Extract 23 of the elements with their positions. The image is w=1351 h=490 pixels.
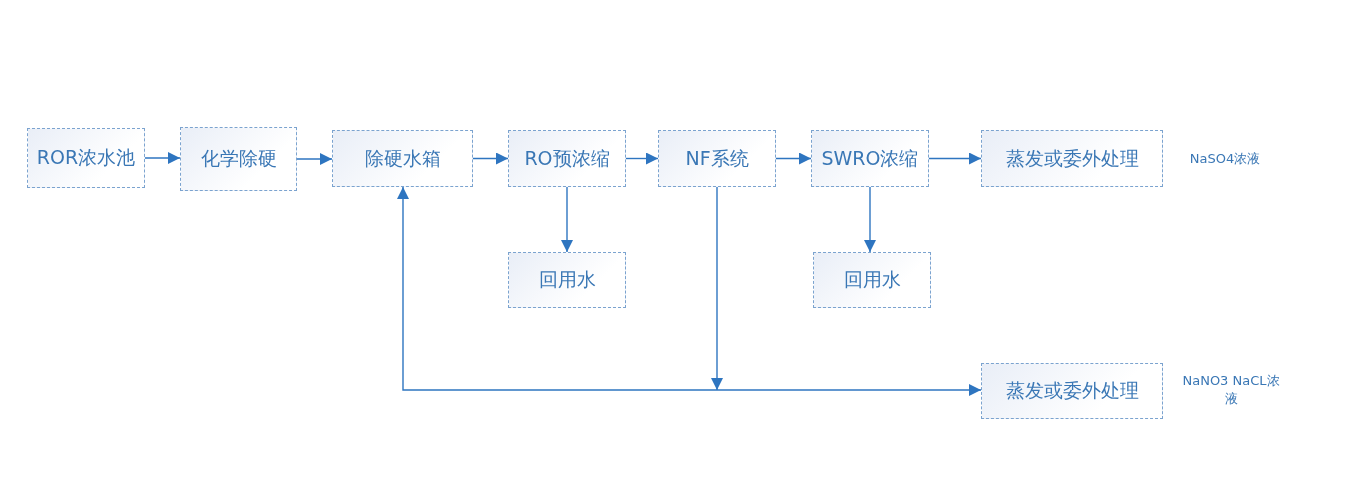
process-box: 除硬水箱 — [332, 130, 473, 187]
process-box: 回用水 — [508, 252, 626, 308]
process-box: 蒸发或委外处理 — [981, 130, 1163, 187]
output-note: NaSO4浓液 — [1188, 150, 1262, 168]
arrow — [472, 152, 509, 165]
arrow — [775, 152, 812, 165]
arrow — [864, 186, 876, 253]
arrow — [144, 152, 181, 164]
process-box: SWRO浓缩 — [811, 130, 929, 187]
process-box: NF系统 — [658, 130, 776, 187]
arrow — [561, 186, 573, 253]
process-box: 化学除硬 — [180, 127, 297, 191]
arrow — [625, 152, 659, 165]
arrow — [397, 186, 718, 391]
process-box: RO预浓缩 — [508, 130, 626, 187]
arrow — [716, 384, 982, 396]
process-box: 蒸发或委外处理 — [981, 363, 1163, 419]
process-box: 回用水 — [813, 252, 931, 308]
process-box: ROR浓水池 — [27, 128, 145, 188]
arrow — [296, 153, 333, 165]
output-note: NaNO3 NaCL浓液 — [1181, 372, 1281, 408]
arrow — [711, 186, 723, 391]
arrow — [928, 152, 982, 165]
